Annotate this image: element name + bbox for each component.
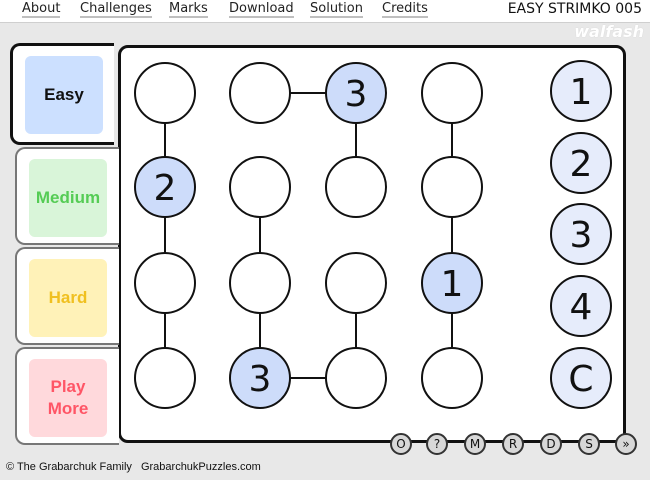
menu-credits[interactable]: Credits	[382, 1, 428, 18]
solution-button[interactable]: S	[578, 433, 600, 455]
puzzle-panel	[118, 45, 626, 443]
tab-medium[interactable]: Medium	[15, 147, 119, 245]
next-button[interactable]: »	[615, 433, 637, 455]
tab-easy-label[interactable]: Easy	[25, 56, 103, 134]
download-button[interactable]: D	[540, 433, 562, 455]
site-logo: walfash	[574, 22, 644, 41]
tab-medium-label[interactable]: Medium	[29, 159, 107, 237]
puzzle-title: EASY STRIMKO 005	[507, 1, 642, 17]
menu-challenges[interactable]: Challenges	[80, 1, 152, 18]
help-button[interactable]: ?	[426, 433, 448, 455]
tab-hard[interactable]: Hard	[15, 247, 119, 345]
copyright-text: © The Grabarchuk Family	[6, 461, 132, 473]
tab-easy[interactable]: Easy	[10, 43, 114, 145]
options-button[interactable]: O	[390, 433, 412, 455]
top-menu-bar: About Challenges Marks Download Solution…	[0, 0, 650, 23]
site-link[interactable]: GrabarchukPuzzles.com	[140, 461, 261, 473]
menu-marks[interactable]: Marks	[169, 1, 208, 18]
footer: © The Grabarchuk Family GrabarchukPuzzle…	[6, 461, 267, 473]
tab-hard-label[interactable]: Hard	[29, 259, 107, 337]
reset-button[interactable]: R	[502, 433, 524, 455]
menu-about[interactable]: About	[22, 1, 61, 18]
marks-button[interactable]: M	[464, 433, 486, 455]
menu-solution[interactable]: Solution	[310, 1, 363, 18]
menu-download[interactable]: Download	[229, 1, 294, 18]
